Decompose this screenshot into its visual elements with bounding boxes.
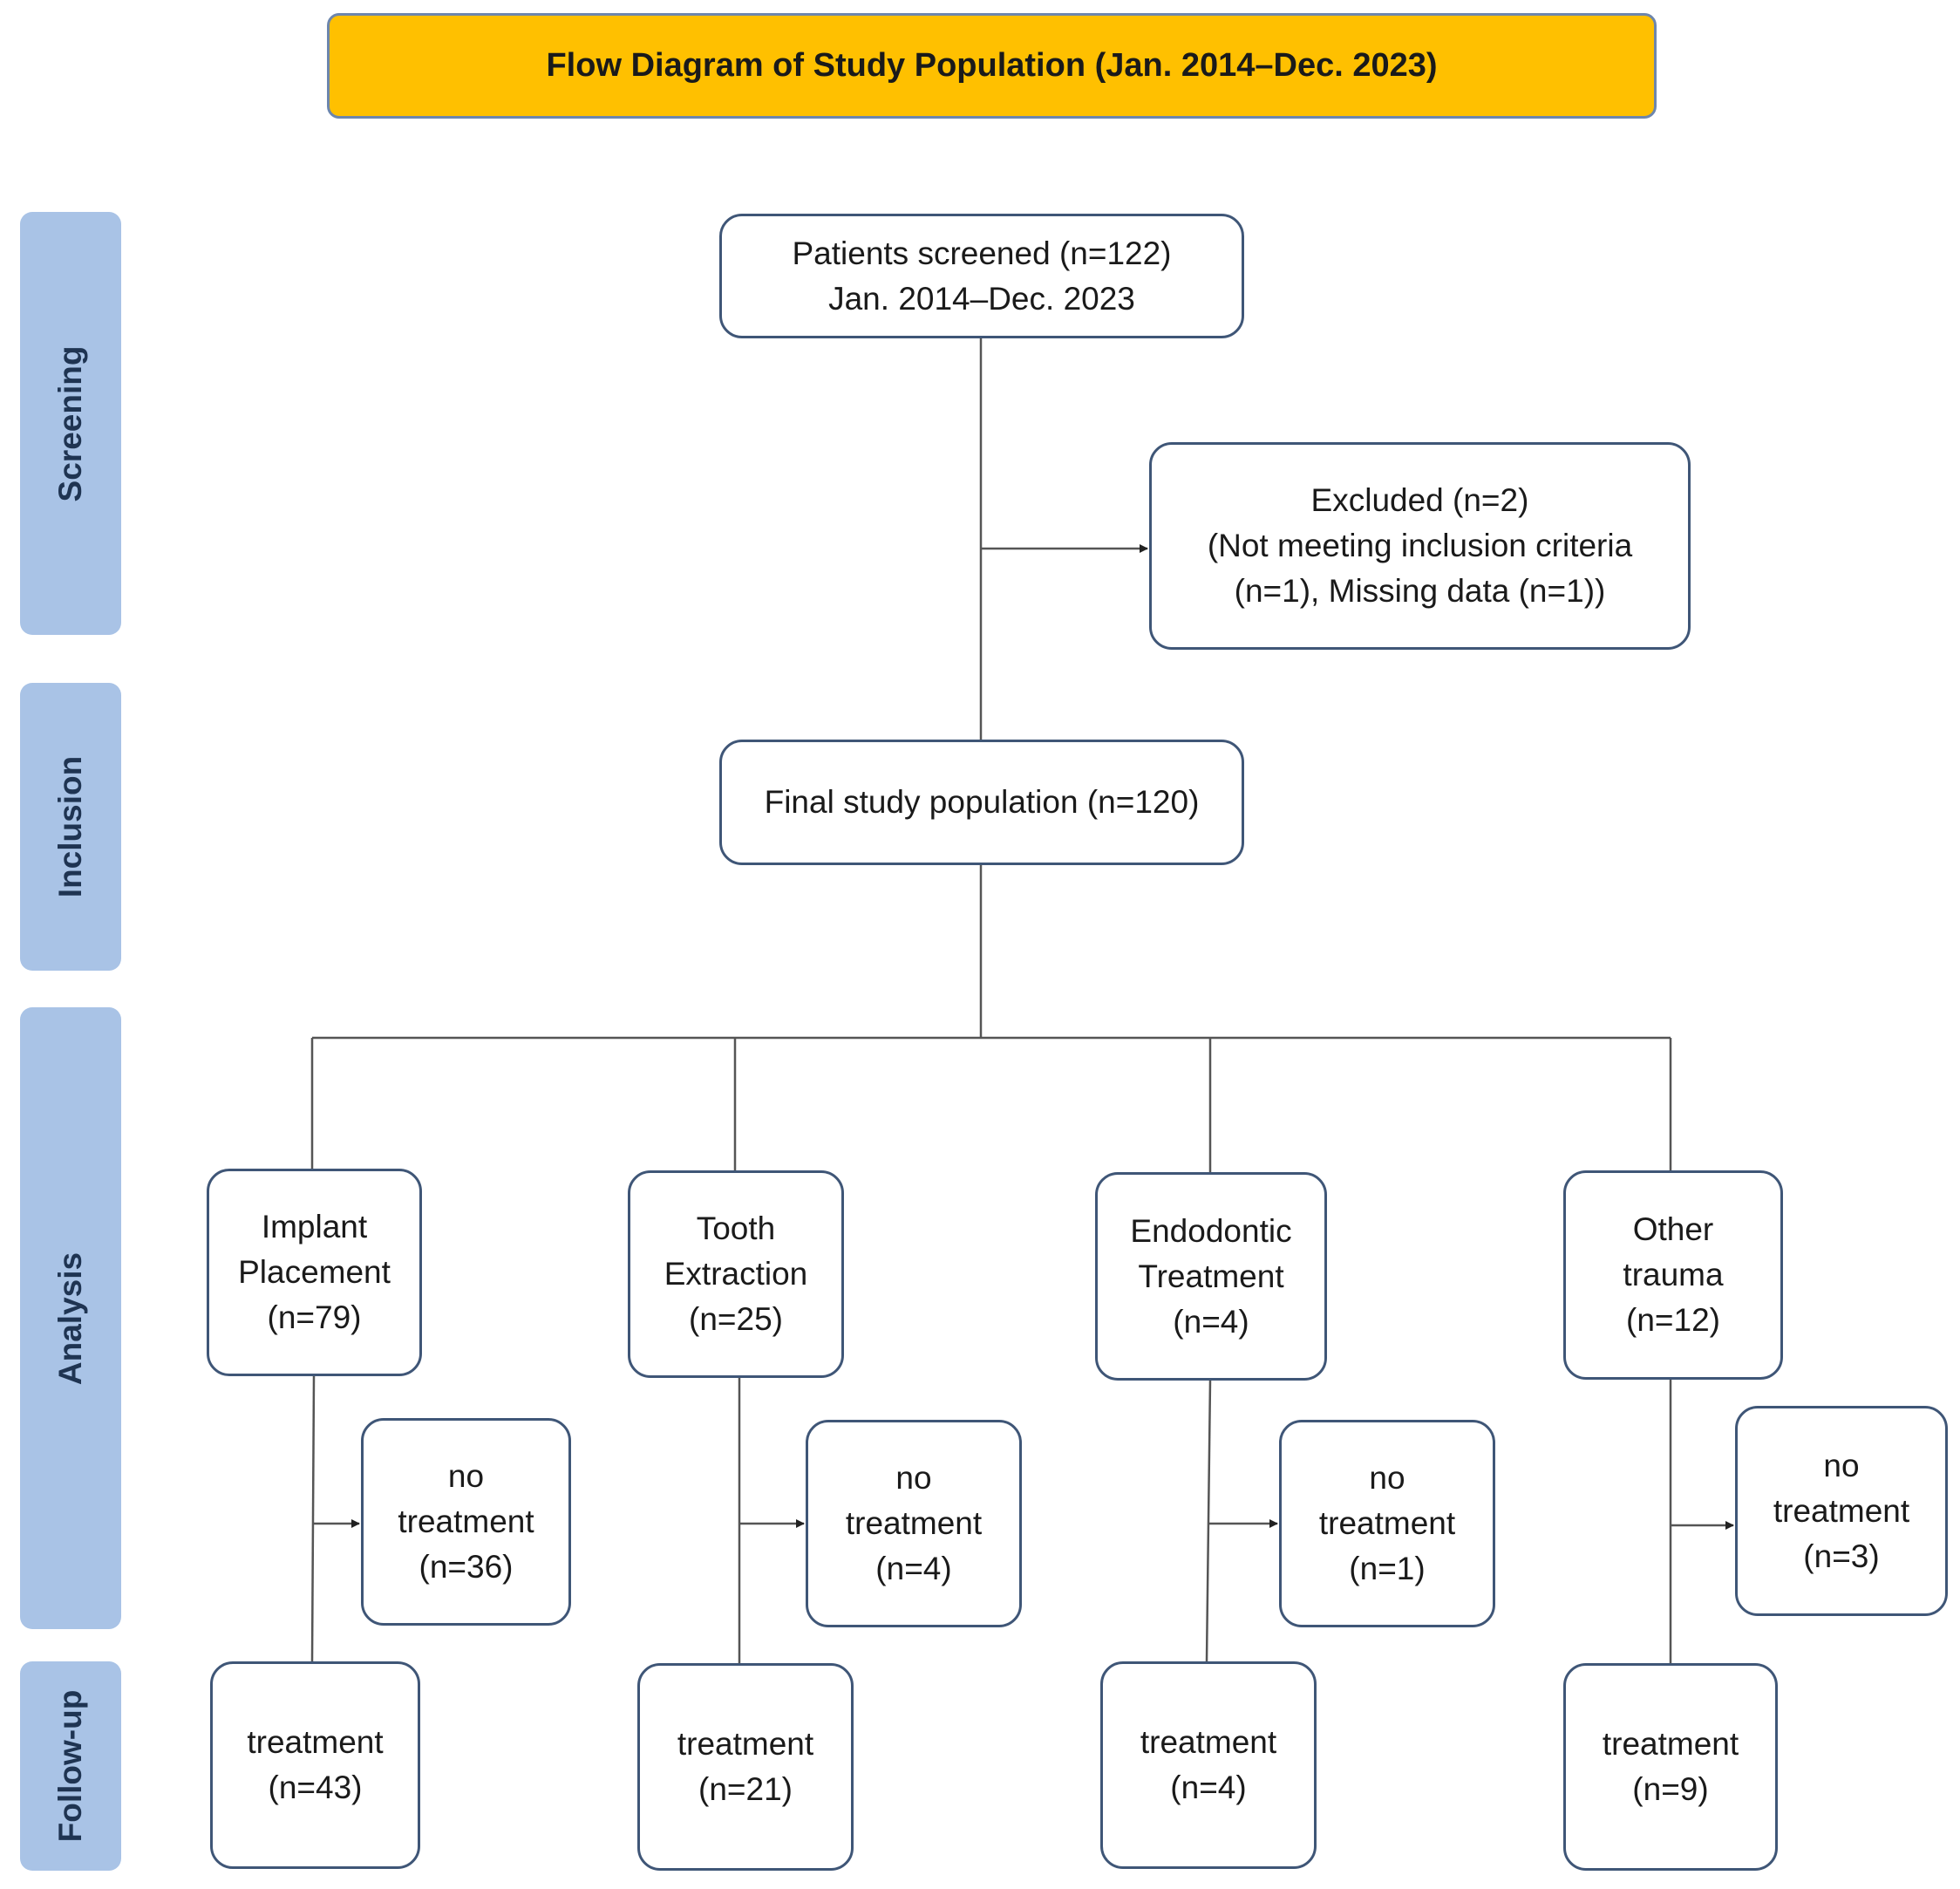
stage-analysis-label: Analysis	[52, 1251, 88, 1385]
excluded-line3: (n=1), Missing data (n=1))	[1234, 573, 1606, 609]
excluded-line2: (Not meeting inclusion criteria	[1207, 528, 1633, 563]
no-treatment-count: (n=1)	[1349, 1551, 1426, 1586]
group-count: (n=12)	[1626, 1302, 1720, 1338]
treatment-count: (n=21)	[698, 1771, 793, 1807]
group-name-line2: Extraction	[664, 1256, 808, 1292]
stage-followup: Follow-up	[20, 1661, 121, 1871]
group-box-tooth: Tooth Extraction (n=25)	[628, 1170, 844, 1378]
excluded-line1: Excluded (n=2)	[1310, 482, 1529, 518]
no-treatment-line2: treatment	[1318, 1505, 1456, 1541]
no-treatment-count: (n=36)	[419, 1549, 514, 1585]
treatment-box-other-trauma: treatment (n=9)	[1563, 1663, 1778, 1871]
group-name-line2: trauma	[1623, 1257, 1724, 1292]
treatment-line1: treatment	[677, 1726, 814, 1762]
no-treatment-line2: treatment	[1773, 1492, 1910, 1529]
screened-box: Patients screened (n=122) Jan. 2014–Dec.…	[719, 214, 1244, 338]
group-count: (n=25)	[689, 1301, 783, 1337]
no-treatment-line2: treatment	[398, 1504, 534, 1539]
no-treatment-box-implant: no treatment (n=36)	[361, 1418, 571, 1626]
final-line1: Final study population (n=120)	[764, 784, 1200, 820]
no-treatment-line1: no	[895, 1460, 932, 1496]
connector-implant-down	[310, 1375, 316, 1662]
stage-followup-label: Follow-up	[52, 1689, 88, 1843]
no-treatment-count: (n=4)	[875, 1551, 952, 1586]
stage-screening: Screening	[20, 212, 121, 635]
treatment-count: (n=9)	[1632, 1771, 1709, 1807]
treatment-box-tooth: treatment (n=21)	[637, 1663, 854, 1871]
screened-line2: Jan. 2014–Dec. 2023	[828, 280, 1135, 317]
group-name-line1: Endodontic	[1130, 1212, 1292, 1249]
stage-inclusion: Inclusion	[20, 683, 121, 971]
no-treatment-line2: treatment	[845, 1505, 983, 1541]
no-treatment-box-tooth: no treatment (n=4)	[806, 1420, 1022, 1627]
treatment-count: (n=4)	[1170, 1770, 1247, 1805]
group-name-line1: Other	[1632, 1211, 1714, 1247]
screened-line1: Patients screened (n=122)	[792, 235, 1172, 271]
stage-analysis: Analysis	[20, 1007, 121, 1629]
group-name-line1: Implant	[261, 1209, 368, 1245]
connector-endo-down	[1205, 1380, 1212, 1662]
no-treatment-line1: no	[1823, 1447, 1860, 1483]
group-box-other-trauma: Other trauma (n=12)	[1563, 1170, 1783, 1380]
group-box-implant: Implant Placement (n=79)	[207, 1169, 422, 1376]
treatment-line1: treatment	[247, 1724, 384, 1760]
group-name-line2: Treatment	[1138, 1258, 1284, 1294]
final-population-box: Final study population (n=120)	[719, 740, 1244, 865]
treatment-box-endodontic: treatment (n=4)	[1100, 1661, 1317, 1869]
group-name-line1: Tooth	[696, 1210, 776, 1246]
treatment-count: (n=43)	[268, 1770, 363, 1805]
group-name-line2: Placement	[238, 1254, 391, 1290]
no-treatment-box-other-trauma: no treatment (n=3)	[1735, 1406, 1948, 1616]
no-treatment-line1: no	[447, 1458, 485, 1494]
excluded-box: Excluded (n=2) (Not meeting inclusion cr…	[1149, 442, 1691, 650]
group-box-endodontic: Endodontic Treatment (n=4)	[1095, 1172, 1327, 1381]
treatment-box-implant: treatment (n=43)	[210, 1661, 420, 1869]
group-count: (n=4)	[1173, 1303, 1249, 1340]
treatment-line1: treatment	[1602, 1726, 1739, 1762]
no-treatment-line1: no	[1369, 1460, 1405, 1496]
stage-inclusion-label: Inclusion	[52, 755, 88, 898]
no-treatment-count: (n=3)	[1803, 1538, 1880, 1574]
treatment-line1: treatment	[1140, 1724, 1277, 1760]
stage-screening-label: Screening	[52, 345, 88, 501]
no-treatment-box-endodontic: no treatment (n=1)	[1279, 1420, 1495, 1627]
group-count: (n=79)	[267, 1299, 362, 1335]
diagram-title: Flow Diagram of Study Population (Jan. 2…	[327, 13, 1657, 119]
